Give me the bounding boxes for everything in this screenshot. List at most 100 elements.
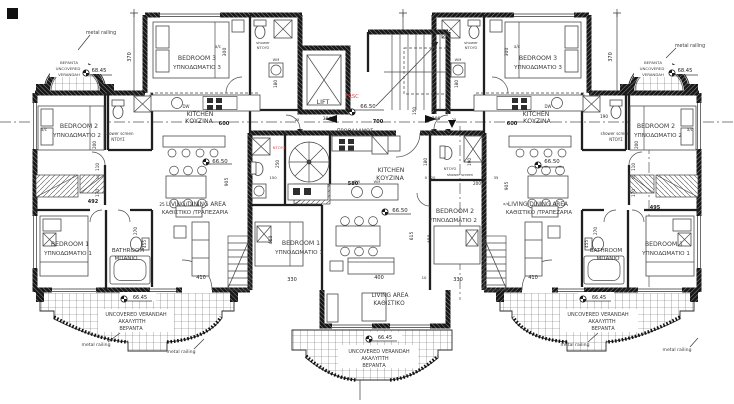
dim-10-center: 10 bbox=[422, 275, 427, 280]
dim-270-left: 270 bbox=[133, 227, 138, 235]
dim-300-left: 300 bbox=[222, 48, 228, 57]
room-label-bedroom1-right-en: BEDROOM 1 bbox=[645, 241, 683, 248]
dim-330-center-a: 330 bbox=[287, 277, 297, 283]
level-floor-center: 66.50 bbox=[392, 208, 408, 214]
level-markers bbox=[77, 34, 699, 350]
shower-gr-label: ΝΤΟΥΣ bbox=[444, 166, 457, 171]
center-kitchen bbox=[287, 135, 401, 201]
room-label-bedroom3-left-gr: ΥΠΝΟΔΩΜΑΤΙΟ 3 bbox=[172, 65, 221, 71]
dim-170-right: 170 bbox=[631, 189, 636, 197]
room-label-bedroom1-left-en: BEDROOM 1 bbox=[51, 241, 89, 248]
railing-label: metal railing bbox=[166, 349, 195, 355]
verandah-center-gr1: ΑΚΑΛΥΠΤΗ bbox=[361, 356, 388, 362]
room-label-livingdining-left-gr: ΚΑΘΙΣΤΙΚΟ /ΤΡΑΠΕΖΑΡΙΑ bbox=[162, 210, 229, 216]
verandah-top-left-gr: ΒΕΡΑΝΤΑ bbox=[60, 60, 78, 65]
dim-lines bbox=[130, 9, 621, 93]
room-label-bedroom1-center-en: BEDROOM 1 bbox=[282, 240, 320, 247]
dim-905-left: 905 bbox=[224, 178, 230, 187]
dim-190-right: 190 bbox=[600, 114, 608, 119]
shower-screen-label: shower screen bbox=[600, 131, 629, 136]
room-label-kitchen-right-gr: ΚΟΥΖΙΝΑ bbox=[523, 118, 551, 125]
level-upper-left: 68.45 bbox=[92, 68, 107, 74]
room-label-bedroom2-right-gr: ΥΠΝΟΔΩΜΑΤΙΟ 2 bbox=[633, 133, 682, 139]
room-label-bathroom-left-gr: ΜΠΑΝΙΟ bbox=[114, 256, 138, 262]
room-label-bedroom2-center-en: BEDROOM 2 bbox=[436, 208, 474, 215]
railing-label: metal railing bbox=[81, 342, 110, 348]
dim-370-left: 370 bbox=[127, 52, 133, 62]
room-label-kitchen-right-en: KITCHEN bbox=[523, 111, 550, 118]
shower-screen-label: shower screen bbox=[104, 131, 133, 136]
wm-label: WM bbox=[374, 180, 381, 184]
dw-label: DW bbox=[544, 104, 551, 109]
dim-492: 492 bbox=[88, 199, 99, 205]
level-floor-right: 66.50 bbox=[544, 159, 560, 165]
wm-label: WM bbox=[455, 58, 462, 62]
shower-gr-label: ΝΤΟΥΣ bbox=[257, 45, 270, 50]
dim-455-right: 455 bbox=[584, 240, 589, 248]
dim-370-right: 370 bbox=[608, 52, 614, 62]
dim-600-left: 600 bbox=[219, 121, 230, 127]
room-label-kitchen-left-gr: ΚΟΥΖΙΝΑ bbox=[185, 118, 213, 125]
center-bed2 bbox=[433, 225, 481, 265]
railing-label: metal railing bbox=[560, 342, 589, 348]
dim-600-right: 600 bbox=[507, 121, 518, 127]
entry-arrow-center bbox=[448, 120, 456, 128]
room-label-bedroom2-center-gr: ΥΠΝΟΔΩΜΑΤΙΟ 2 bbox=[428, 218, 477, 224]
verandah-top-right-en1: UNCOVERED bbox=[640, 66, 665, 71]
dim-0-120: 0 120 bbox=[425, 175, 436, 180]
dim-410-center: 410 bbox=[268, 236, 274, 245]
level-floor-core: 66.50 bbox=[360, 104, 376, 110]
shower-gr-label: ΝΤΟΥΣ bbox=[609, 137, 623, 142]
lift-shaft bbox=[297, 45, 351, 115]
label-backgrounds bbox=[50, 58, 700, 368]
verandah-top-right-gr: ΒΕΡΑΝΤΑ bbox=[644, 60, 662, 65]
dim-150-core: 150 bbox=[412, 107, 417, 115]
room-label-bathroom-right-en: BATHROOM bbox=[590, 248, 623, 254]
shower-label: shower bbox=[464, 40, 478, 45]
verandah-bottom-right-en: UNCOVERED VERANDAH bbox=[567, 312, 629, 318]
center-bed1 bbox=[254, 221, 304, 267]
dim-410-left: 410 bbox=[196, 275, 206, 281]
dim-110-left: 110 bbox=[95, 163, 100, 171]
verandah-top-left-en1: UNCOVERED bbox=[56, 66, 81, 71]
dim-10-left: 10 bbox=[95, 174, 100, 179]
dim-180-center: 180 bbox=[423, 158, 428, 166]
dw-label: DW bbox=[354, 180, 361, 184]
central-core bbox=[297, 29, 456, 158]
entry-arrow-left bbox=[325, 115, 337, 123]
verandah-bottom-right-gr2: ΒΕΡΑΝΤΑ bbox=[591, 326, 615, 332]
level-verandah-center: 66.45 bbox=[378, 335, 392, 341]
wm-label: WM bbox=[273, 58, 280, 62]
dim-455-left: 455 bbox=[142, 240, 147, 248]
room-label-bedroom3-right-en: BEDROOM 3 bbox=[519, 55, 557, 62]
railing-label: metal railing bbox=[86, 30, 116, 36]
level-verandah-right: 66.45 bbox=[592, 295, 606, 301]
room-label-livingdining-left-en: LIVING/DINING AREA bbox=[166, 202, 226, 208]
dim-35: 35 bbox=[494, 175, 499, 180]
dim-410-right: 410 bbox=[528, 275, 538, 281]
verandah-center-gr2: ΒΕΡΑΝΤΑ bbox=[362, 363, 386, 369]
lobby-label: ΠΡΟΘΑΛΑΜΟΣ bbox=[337, 129, 373, 135]
dim-200-center: 200 bbox=[473, 181, 481, 186]
ac-label: a/c bbox=[247, 237, 253, 242]
level-verandah-left: 66.45 bbox=[133, 295, 147, 301]
room-label-bedroom1-right-gr: ΥΠΝΟΔΩΜΑΤΙΟ 1 bbox=[641, 251, 690, 257]
level-upper-right: 68.45 bbox=[678, 68, 693, 74]
verandah-top-left-en2: VERANDAH bbox=[58, 72, 80, 77]
dim-400-center: 400 bbox=[374, 275, 384, 281]
stairwell bbox=[366, 29, 451, 133]
room-label-livingdining-right-en: LIVING/DINING AREA bbox=[508, 202, 568, 208]
lift-label: LIFT bbox=[317, 98, 330, 106]
shower-gr-label-red: ΝΤΟΥΣ bbox=[273, 145, 286, 150]
dim-150-center: 150 bbox=[269, 175, 277, 180]
dim-905-right: 905 bbox=[504, 182, 510, 191]
spiral-stair bbox=[288, 141, 330, 183]
verandah-bottom-left-gr1: ΑΚΑΛΥΠΤΗ bbox=[118, 319, 145, 325]
room-label-kitchen-center-en: KITCHEN bbox=[378, 167, 405, 174]
dim-170-left: 170 bbox=[95, 189, 100, 197]
section-marker bbox=[7, 8, 18, 19]
dim-25: 25 bbox=[159, 202, 165, 207]
dw-label: DW bbox=[182, 104, 189, 109]
